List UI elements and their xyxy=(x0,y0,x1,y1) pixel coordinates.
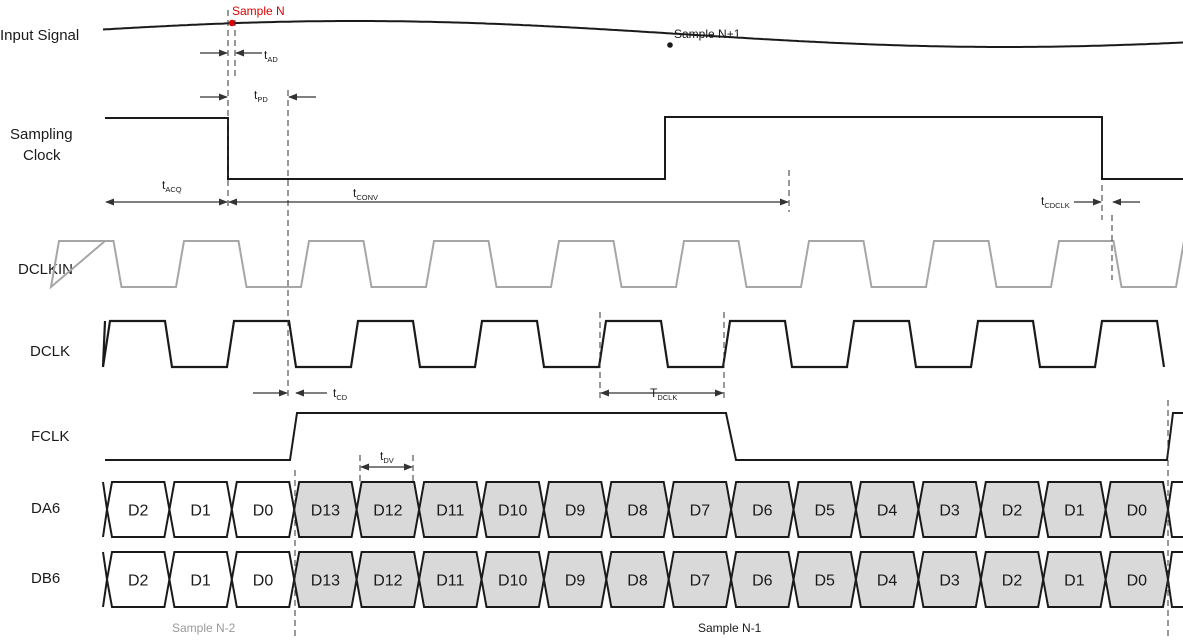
db6-cell-label: D2 xyxy=(128,573,149,590)
db6-cell-label: D9 xyxy=(565,573,586,590)
sampling-clock-waveform xyxy=(105,116,1183,180)
t-dclk-period-label: TDCLK xyxy=(650,386,677,402)
db6-cell-label: D3 xyxy=(939,573,960,590)
db6-cell-label: D8 xyxy=(627,573,648,590)
da6-cell-label: D1 xyxy=(1064,503,1085,520)
da6-cell-label: D0 xyxy=(1127,503,1148,520)
t-pd-label: tPD xyxy=(254,88,268,104)
da6-start-edge xyxy=(102,481,109,538)
fclk-label: FCLK xyxy=(31,428,69,445)
da6-cell-label: D8 xyxy=(627,503,648,520)
db6-cell-label: D11 xyxy=(436,573,464,590)
period-prev-label: Sample N-2 xyxy=(172,621,236,635)
db6-cell-label: D12 xyxy=(373,573,402,590)
db6-cell-label: D0 xyxy=(1127,573,1148,590)
da6-cell-label: D10 xyxy=(498,503,527,520)
da6-end-edge xyxy=(1166,481,1183,538)
sample-n-marker xyxy=(228,19,236,27)
t-cd-label: tCD xyxy=(333,386,348,402)
db6-cell-label: D5 xyxy=(814,573,835,590)
dclk-waveform xyxy=(101,319,1166,369)
db6-bus: D2 D1 D0 D13 D12 D11 D10 D9 D8 D7 D6 D5 D4 D3 D2 D1 D0 xyxy=(102,551,1183,608)
da6-cell-label: D12 xyxy=(373,503,402,520)
da6-cell-label: D13 xyxy=(311,503,340,520)
dclkin-waveform xyxy=(49,240,1183,290)
da6-cell-label: D2 xyxy=(128,503,149,520)
input-signal-waveform xyxy=(102,20,1183,48)
db6-cell-label: D7 xyxy=(690,573,711,590)
t-acq-label: tACQ xyxy=(162,178,182,194)
dclk-label: DCLK xyxy=(30,343,70,360)
db6-cell-label: D1 xyxy=(190,573,211,590)
da6-cell-label: D0 xyxy=(253,503,274,520)
db6-cell-label: D13 xyxy=(311,573,340,590)
db6-label: DB6 xyxy=(31,570,60,587)
input-signal-label: Input Signal xyxy=(0,27,79,44)
da6-cell-label: D6 xyxy=(752,503,773,520)
sampling-clock-label-line2: Clock xyxy=(23,147,61,164)
da6-cell-label: D1 xyxy=(190,503,211,520)
t-conv-label: tCONV xyxy=(353,186,378,202)
db6-cell-label: D10 xyxy=(498,573,527,590)
guide-lines xyxy=(227,10,1169,640)
db6-end-edge xyxy=(1166,551,1183,608)
timing-arrows xyxy=(105,49,1140,471)
sample-n1-label: Sample N+1 xyxy=(674,27,741,41)
da6-cell-label: D4 xyxy=(877,503,898,520)
da6-cell-label: D5 xyxy=(814,503,835,520)
fclk-waveform xyxy=(105,412,1183,461)
sampling-clock-label-line1: Sampling xyxy=(10,126,73,143)
period-current-label: Sample N-1 xyxy=(698,621,762,635)
db6-cell-label: D6 xyxy=(752,573,773,590)
da6-cell-label: D11 xyxy=(436,503,464,520)
db6-cell-label: D0 xyxy=(253,573,274,590)
da6-cell-label: D2 xyxy=(1002,503,1023,520)
da6-cell-label: D7 xyxy=(690,503,711,520)
db6-cell-label: D1 xyxy=(1064,573,1085,590)
dclkin-label: DCLKIN xyxy=(18,261,73,278)
sample-n1-marker xyxy=(667,42,673,48)
t-dv-label: tDV xyxy=(380,449,394,465)
da6-cell-label: D3 xyxy=(939,503,960,520)
da6-cell-label: D9 xyxy=(565,503,586,520)
sample-n-label: Sample N xyxy=(232,4,285,18)
db6-cell-label: D4 xyxy=(877,573,898,590)
db6-start-edge xyxy=(102,551,109,608)
db6-cell-label: D2 xyxy=(1002,573,1023,590)
t-cdclk-label: tCDCLK xyxy=(1041,194,1070,210)
da6-label: DA6 xyxy=(31,500,60,517)
da6-bus: D2 D1 D0 D13 D12 D11 D10 D9 D8 D7 D6 D5 D4 D3 D2 D1 D0 xyxy=(102,481,1183,538)
t-ad-label: tAD xyxy=(264,48,278,64)
